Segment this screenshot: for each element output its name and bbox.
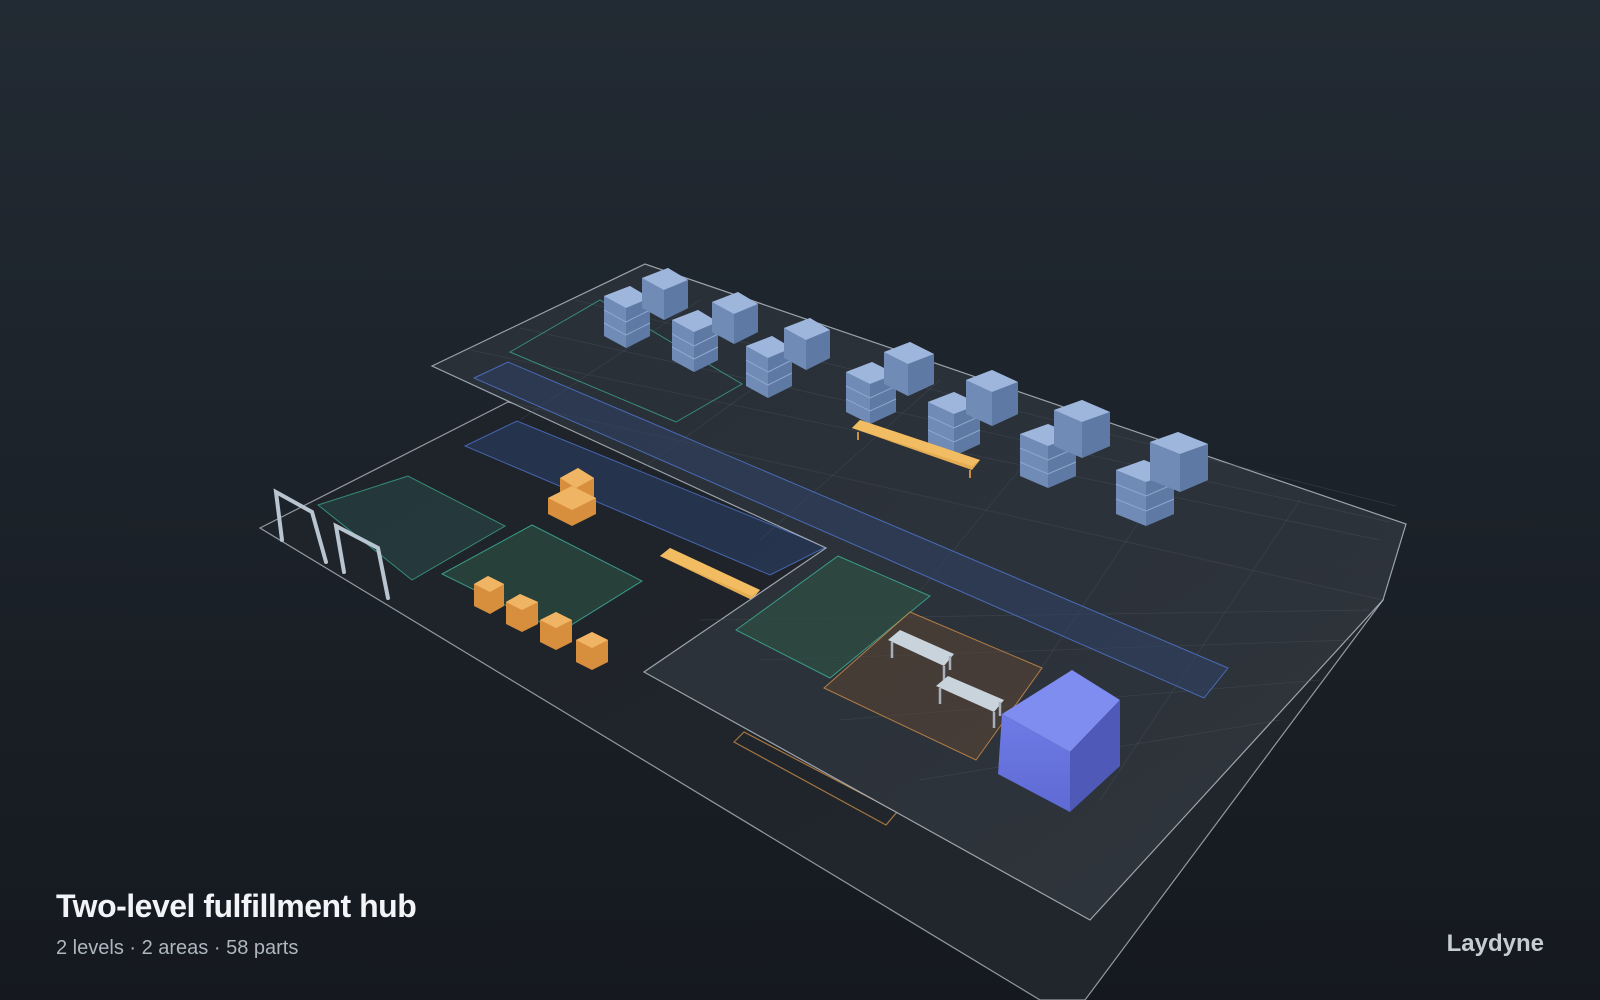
brand-logo: Laydyne [1446, 930, 1544, 957]
scene-title: Two-level fulfillment hub [56, 888, 417, 924]
upper-level[interactable] [430, 263, 1407, 921]
machine-block-icon [998, 670, 1120, 812]
dock-gate-icon [273, 488, 390, 600]
crate-icon [474, 468, 608, 670]
scene-caption: Two-level fulfillment hub 2 levels · 2 a… [56, 888, 417, 960]
workbench-icon [888, 630, 1004, 728]
scene-summary: 2 levels · 2 areas · 58 parts [56, 937, 299, 959]
conveyor-icon [852, 420, 980, 478]
upper-zone-teal-front [735, 555, 931, 679]
upper-zone-teal [508, 299, 743, 423]
conveyor-icon [660, 548, 760, 600]
upper-zone-blue-lane [472, 361, 1229, 699]
shelving-rack-icon [603, 268, 1208, 526]
upper-zone-orange [823, 611, 1043, 761]
